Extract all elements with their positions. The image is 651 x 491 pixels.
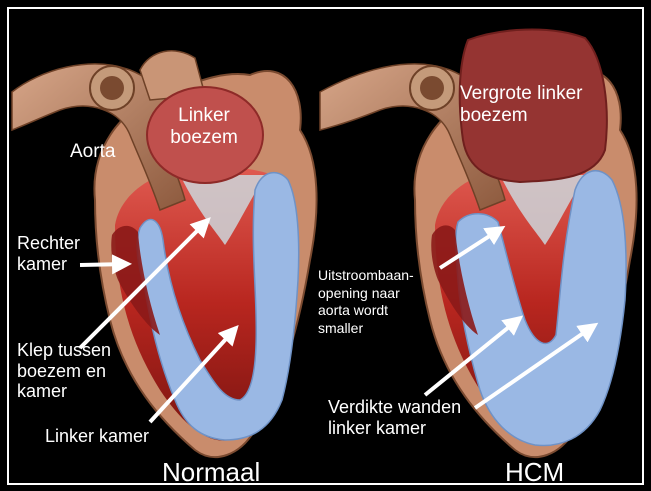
label-verdikte: Verdikte wanden linker kamer <box>328 397 461 438</box>
label-klep-line1: Klep tussen <box>17 340 111 361</box>
label-linker-boezem: Linker boezem <box>168 105 240 149</box>
vessel-ring-inner-hcm <box>420 76 444 100</box>
label-klep-line3: kamer <box>17 381 111 402</box>
label-verdikte-line2: linker kamer <box>328 418 461 439</box>
label-klep: Klep tussen boezem en kamer <box>17 340 111 402</box>
label-uitstroom: Uitstroombaan- opening naar aorta wordt … <box>318 267 414 337</box>
label-vergrote-line1: Vergrote linker <box>460 83 583 105</box>
caption-normaal: Normaal <box>162 458 260 488</box>
label-aorta: Aorta <box>70 141 115 163</box>
caption-hcm: HCM <box>505 458 564 488</box>
label-vergrote-boezem: Vergrote linker boezem <box>460 83 583 127</box>
arrow-rechter-kamer <box>80 264 128 265</box>
label-verdikte-line1: Verdikte wanden <box>328 397 461 418</box>
label-uitstroom-line2: opening naar <box>318 285 414 303</box>
label-vergrote-line2: boezem <box>460 105 583 127</box>
label-rechter-kamer-line1: Rechter <box>17 233 80 254</box>
label-uitstroom-line1: Uitstroombaan- <box>318 267 414 285</box>
label-uitstroom-line3: aorta wordt <box>318 302 414 320</box>
label-linker-boezem-line2: boezem <box>168 127 240 149</box>
vessel-ring-inner-normal <box>100 76 124 100</box>
label-uitstroom-line4: smaller <box>318 320 414 338</box>
label-linker-kamer: Linker kamer <box>45 426 149 447</box>
label-klep-line2: boezem en <box>17 361 111 382</box>
label-linker-boezem-line1: Linker <box>168 105 240 127</box>
label-rechter-kamer-line2: kamer <box>17 254 80 275</box>
label-rechter-kamer: Rechter kamer <box>17 233 80 274</box>
